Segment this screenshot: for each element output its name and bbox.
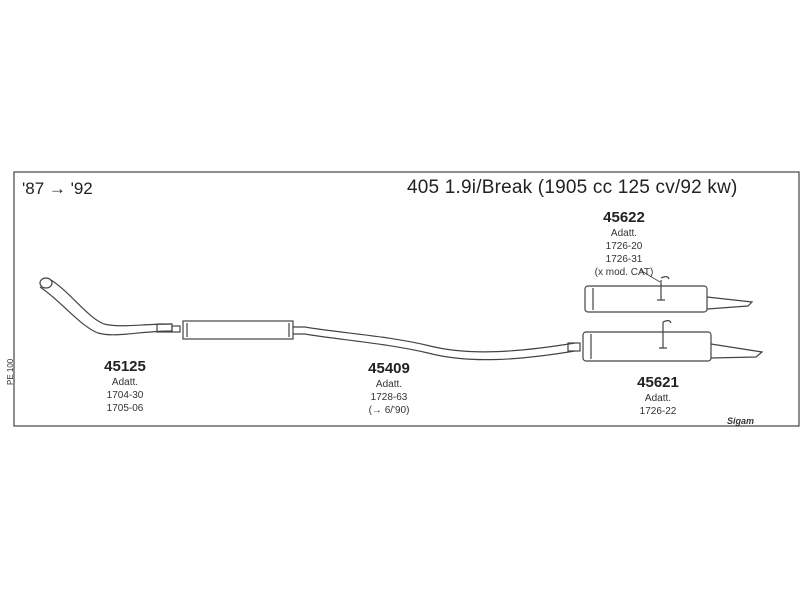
part-detail: 1705-06 bbox=[106, 403, 144, 414]
part-number: 45409 bbox=[368, 360, 410, 377]
part-detail: 1726-20 bbox=[605, 241, 643, 252]
part-detail: 1704-30 bbox=[106, 390, 144, 401]
part-detail: Adatt. bbox=[610, 228, 638, 239]
year-range: '87 → '92 bbox=[22, 179, 93, 198]
leader-line-45622 bbox=[639, 269, 661, 283]
part-number: 45622 bbox=[603, 209, 645, 226]
center-silencer-45409 bbox=[182, 320, 581, 361]
part-detail: Adatt. bbox=[111, 377, 139, 388]
part-label-45125: 45125 Adatt. 1704-30 1705-06 bbox=[97, 358, 153, 414]
part-number: 45621 bbox=[637, 374, 679, 391]
part-detail: Adatt. bbox=[375, 379, 403, 390]
rear-silencer-45621 bbox=[582, 320, 764, 362]
part-label-45621: 45621 Adatt. 1726-22 bbox=[626, 374, 690, 417]
part-detail: 1726-31 bbox=[605, 254, 643, 265]
diagram-frame bbox=[13, 171, 800, 427]
brand-logo: Sigam bbox=[727, 416, 755, 426]
front-pipe-45125 bbox=[39, 277, 181, 336]
vehicle-model-title: 405 1.9i/Break (1905 cc 125 cv/92 kw) bbox=[407, 177, 738, 198]
reference-code: PE 100 bbox=[6, 358, 15, 385]
rear-silencer-45622 bbox=[584, 276, 754, 313]
part-detail: (→ 6/'90) bbox=[368, 405, 410, 416]
part-detail: Adatt. bbox=[644, 393, 672, 404]
part-label-45409: 45409 Adatt. 1728-63 (→ 6/'90) bbox=[357, 360, 421, 416]
part-detail: (x mod. CAT) bbox=[594, 267, 654, 278]
part-label-45622: 45622 Adatt. 1726-20 1726-31 (x mod. CAT… bbox=[589, 209, 659, 278]
part-detail: 1728-63 bbox=[370, 392, 408, 403]
part-number: 45125 bbox=[104, 358, 146, 375]
part-detail: 1726-22 bbox=[639, 406, 677, 417]
